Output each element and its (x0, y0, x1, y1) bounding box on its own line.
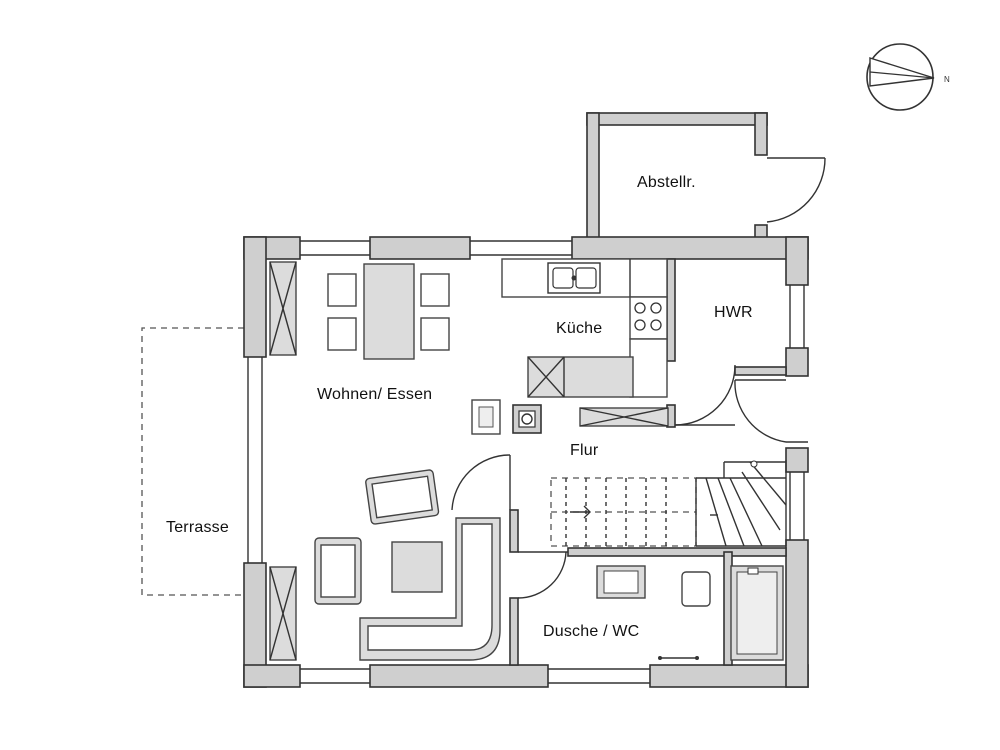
dining-table (363, 263, 415, 360)
kitchen-sink (547, 262, 601, 294)
room-label-wohnen-essen: Wohnen/ Essen (317, 386, 433, 403)
compass-north-label: N (944, 75, 950, 84)
storage-room-walls (586, 112, 768, 240)
living-furniture (269, 261, 501, 661)
stove (629, 296, 668, 340)
staircase (550, 460, 787, 547)
room-label-kueche: Küche (556, 320, 603, 337)
toilet (681, 571, 711, 607)
compass-icon: N (866, 43, 950, 111)
terrace-outline (141, 327, 244, 596)
armchair-top (365, 469, 440, 525)
sofa (359, 517, 501, 661)
interior-walls (509, 258, 787, 666)
kitchen-furniture (501, 258, 669, 427)
room-label-flur: Flur (570, 442, 599, 459)
room-label-terrasse: Terrasse (166, 519, 229, 536)
dining-set (327, 263, 450, 360)
room-label-abstellraum: Abstellr. (637, 174, 696, 191)
doors (451, 364, 808, 599)
outer-walls (243, 236, 809, 688)
room-label-hwr: HWR (714, 304, 753, 321)
kitchen-island (527, 356, 634, 398)
bathroom-fixtures (596, 565, 784, 661)
armchair-left (314, 537, 362, 605)
room-label-dusche-wc: Dusche / WC (543, 623, 640, 640)
coffee-table (391, 541, 443, 593)
storage-door (766, 157, 826, 223)
